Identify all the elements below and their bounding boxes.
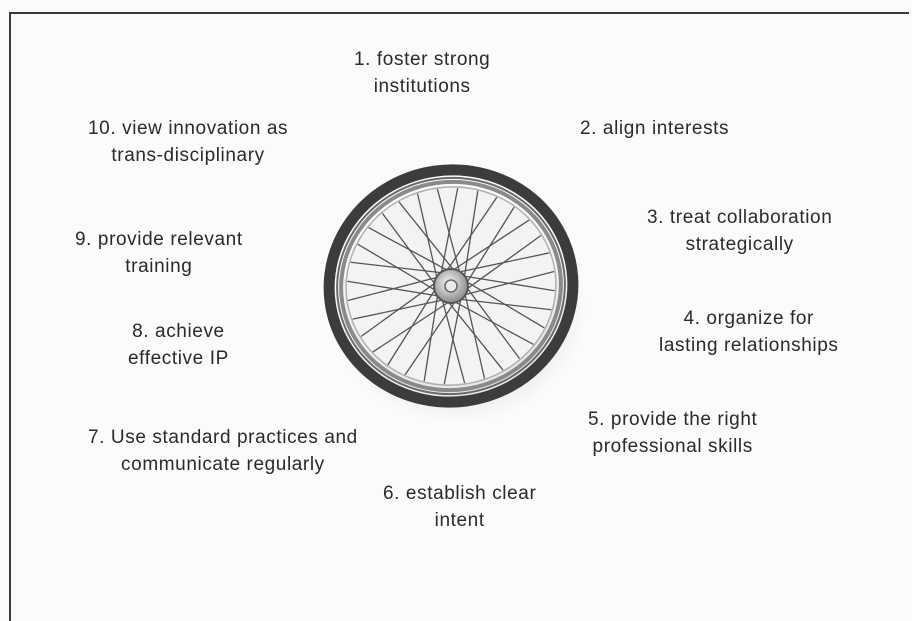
item-3-line-2: strategically bbox=[685, 234, 794, 255]
wheel-spoke bbox=[463, 279, 545, 329]
item-8-line-2: effective IP bbox=[128, 348, 229, 369]
wheel-spoke bbox=[443, 295, 463, 385]
item-2-label: 2. align interests bbox=[580, 115, 729, 142]
wheel-rim bbox=[339, 179, 563, 393]
wheel-tire-inner bbox=[336, 176, 566, 396]
wheel-spoke bbox=[347, 280, 442, 298]
wheel-hub-center bbox=[444, 279, 458, 293]
wheel-spoke bbox=[449, 219, 530, 273]
item-10-line-1: 10. view innovation as bbox=[88, 118, 289, 139]
wheel-spoke bbox=[416, 193, 439, 282]
bicycle-wheel-image bbox=[323, 164, 586, 424]
item-8-label: 8. achieve effective IP bbox=[128, 318, 229, 372]
item-3-line-1: 3. treat collaboration bbox=[647, 207, 833, 228]
item-5-line-1: 5. provide the right bbox=[588, 409, 758, 430]
item-10-line-2: trans-disciplinary bbox=[111, 145, 265, 166]
wheel-spoke bbox=[372, 299, 453, 353]
wheel-spoke bbox=[464, 284, 521, 360]
item-7-label: 7. Use standard practices and communicat… bbox=[88, 424, 358, 478]
item-10-label: 10. view innovation as trans-disciplinar… bbox=[88, 115, 288, 169]
item-9-label: 9. provide relevant training bbox=[75, 226, 243, 280]
item-6-line-1: 6. establish clear bbox=[383, 483, 537, 504]
item-3-label: 3. treat collaboration strategically bbox=[647, 204, 832, 258]
item-4-line-1: 4. organize for bbox=[683, 308, 814, 329]
item-2-line-1: 2. align interests bbox=[580, 118, 730, 139]
item-1-label: 1. foster strong institutions bbox=[354, 46, 490, 100]
wheel-spoke bbox=[460, 274, 555, 292]
item-5-line-2: professional skills bbox=[592, 436, 753, 457]
wheel-tire bbox=[323, 164, 579, 408]
wheel-spoke bbox=[352, 298, 447, 320]
item-5-label: 5. provide the right professional skills bbox=[588, 406, 757, 460]
wheel-spoke bbox=[439, 187, 459, 277]
wheel-spoke bbox=[381, 212, 438, 288]
item-4-line-2: lasting relationships bbox=[659, 335, 839, 356]
item-9-line-2: training bbox=[125, 256, 193, 277]
item-4-label: 4. organize for lasting relationships bbox=[659, 305, 838, 359]
wheel-spokes bbox=[347, 187, 555, 385]
item-8-line-1: 8. achieve bbox=[132, 321, 225, 342]
item-9-line-1: 9. provide relevant bbox=[75, 229, 243, 250]
item-7-line-2: communicate regularly bbox=[121, 454, 325, 475]
wheel-spoke bbox=[463, 290, 486, 379]
item-7-line-1: 7. Use standard practices and bbox=[88, 427, 358, 448]
wheel-spoke bbox=[404, 298, 458, 376]
wheel-spoke bbox=[455, 252, 550, 274]
item-1-line-1: 1. foster strong bbox=[354, 49, 491, 70]
wheel-spoke bbox=[357, 243, 439, 293]
item-1-line-2: institutions bbox=[373, 76, 471, 97]
figure-frame bbox=[9, 12, 909, 621]
item-6-label: 6. establish clear intent bbox=[383, 480, 536, 534]
item-6-line-2: intent bbox=[434, 510, 485, 531]
wheel-spoke bbox=[444, 196, 498, 274]
